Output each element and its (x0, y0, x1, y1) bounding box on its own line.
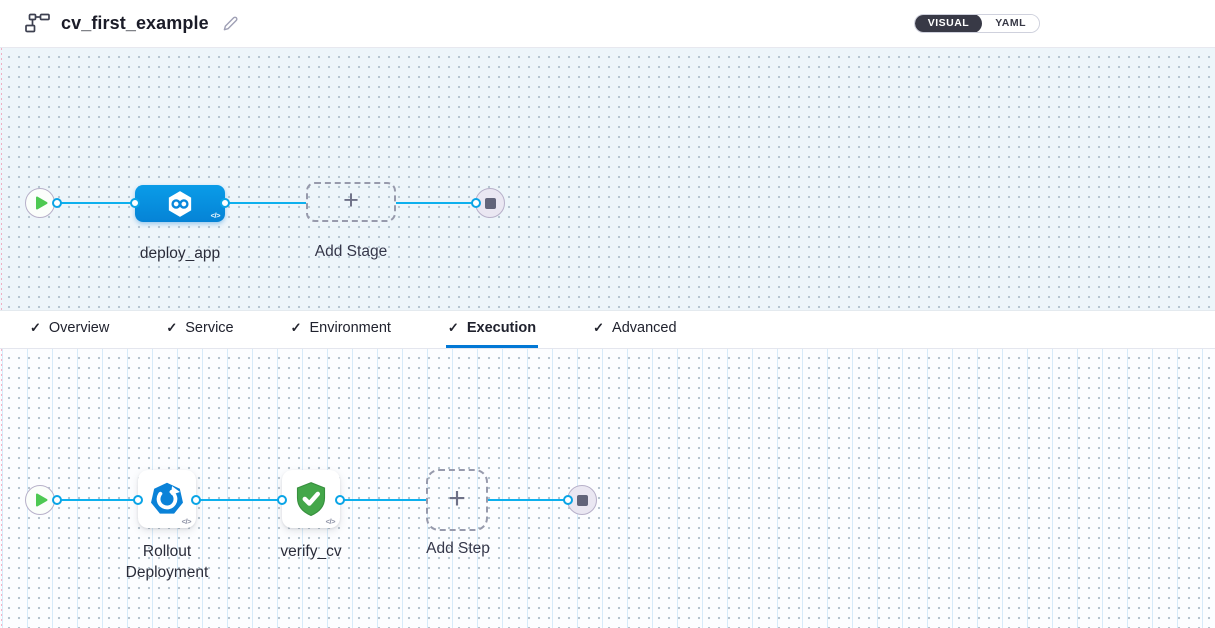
execution-canvas[interactable]: </> </> + Rollout Deployment verify_cv A… (0, 349, 1215, 628)
pipeline-icon (24, 13, 50, 34)
connector-port (335, 495, 345, 505)
add-stage-button[interactable]: + (306, 182, 396, 222)
plus-icon: + (448, 481, 466, 515)
check-icon: ✓ (593, 320, 605, 335)
tab-overview[interactable]: ✓ Overview (28, 311, 111, 348)
view-mode-toggle: VISUAL YAML (913, 14, 1040, 33)
tab-advanced[interactable]: ✓ Advanced (591, 311, 678, 348)
connector-port (471, 198, 481, 208)
connector-port (220, 198, 230, 208)
shield-check-icon (293, 481, 329, 517)
check-icon: ✓ (447, 320, 459, 335)
code-icon: </> (210, 211, 221, 220)
play-icon (25, 485, 55, 515)
play-icon (25, 188, 55, 218)
edge (57, 202, 135, 204)
edge (57, 499, 138, 501)
tab-label: Advanced (612, 320, 677, 336)
tab-service[interactable]: ✓ Service (164, 311, 235, 348)
step-node-rollout-deployment[interactable]: </> (138, 470, 196, 528)
step-label-verify-cv: verify_cv (280, 543, 342, 560)
edge (196, 499, 282, 501)
connector-port (52, 198, 62, 208)
connector-port (133, 495, 143, 505)
check-icon: ✓ (290, 320, 302, 335)
add-step-button[interactable]: + (426, 469, 488, 531)
check-icon: ✓ (30, 320, 41, 335)
connector-port (277, 495, 287, 505)
stop-icon (576, 494, 588, 506)
cd-hexagon-infinity-icon (165, 189, 195, 219)
tab-label: Execution (466, 320, 537, 336)
check-icon: ✓ (166, 320, 178, 335)
step-node-verify-cv[interactable]: </> (282, 470, 340, 528)
stop-icon (484, 197, 496, 209)
k8s-rollout-icon (149, 481, 185, 517)
header: cv_first_example VISUAL YAML (0, 0, 1215, 48)
stage-label-deploy-app: deploy_app (139, 245, 221, 262)
yaml-toggle-button[interactable]: YAML (982, 15, 1039, 32)
connector-port (130, 198, 140, 208)
tab-label: Environment (309, 320, 391, 336)
add-stage-label: Add Stage (314, 243, 388, 260)
pipeline-start-node (25, 188, 55, 218)
tab-environment[interactable]: ✓ Environment (289, 311, 393, 348)
code-icon: </> (181, 517, 192, 526)
connector-port (563, 495, 573, 505)
stage-canvas[interactable]: </> + deploy_app Add Stage (0, 48, 1215, 310)
page-title: cv_first_example (61, 13, 209, 33)
stage-config-tabs: ✓ Overview ✓ Service ✓ Environment ✓ Exe… (0, 310, 1215, 349)
step-label-rollout-deployment: Rollout Deployment (125, 543, 209, 581)
visual-toggle-button[interactable]: VISUAL (914, 15, 983, 32)
tab-execution[interactable]: ✓ Execution (445, 311, 539, 348)
execution-start-node (25, 485, 55, 515)
stage-node-deploy-app[interactable]: </> (135, 185, 225, 222)
connector-port (191, 495, 201, 505)
add-step-label: Add Step (426, 540, 490, 557)
edge (225, 202, 306, 204)
connector-port (52, 495, 62, 505)
edge (488, 499, 568, 501)
tab-label: Overview (48, 320, 110, 336)
tab-label: Service (185, 320, 234, 336)
code-icon: </> (325, 517, 336, 526)
edge (340, 499, 426, 501)
edit-pencil-icon[interactable] (220, 13, 241, 34)
plus-icon: + (343, 185, 359, 215)
edge (396, 202, 476, 204)
